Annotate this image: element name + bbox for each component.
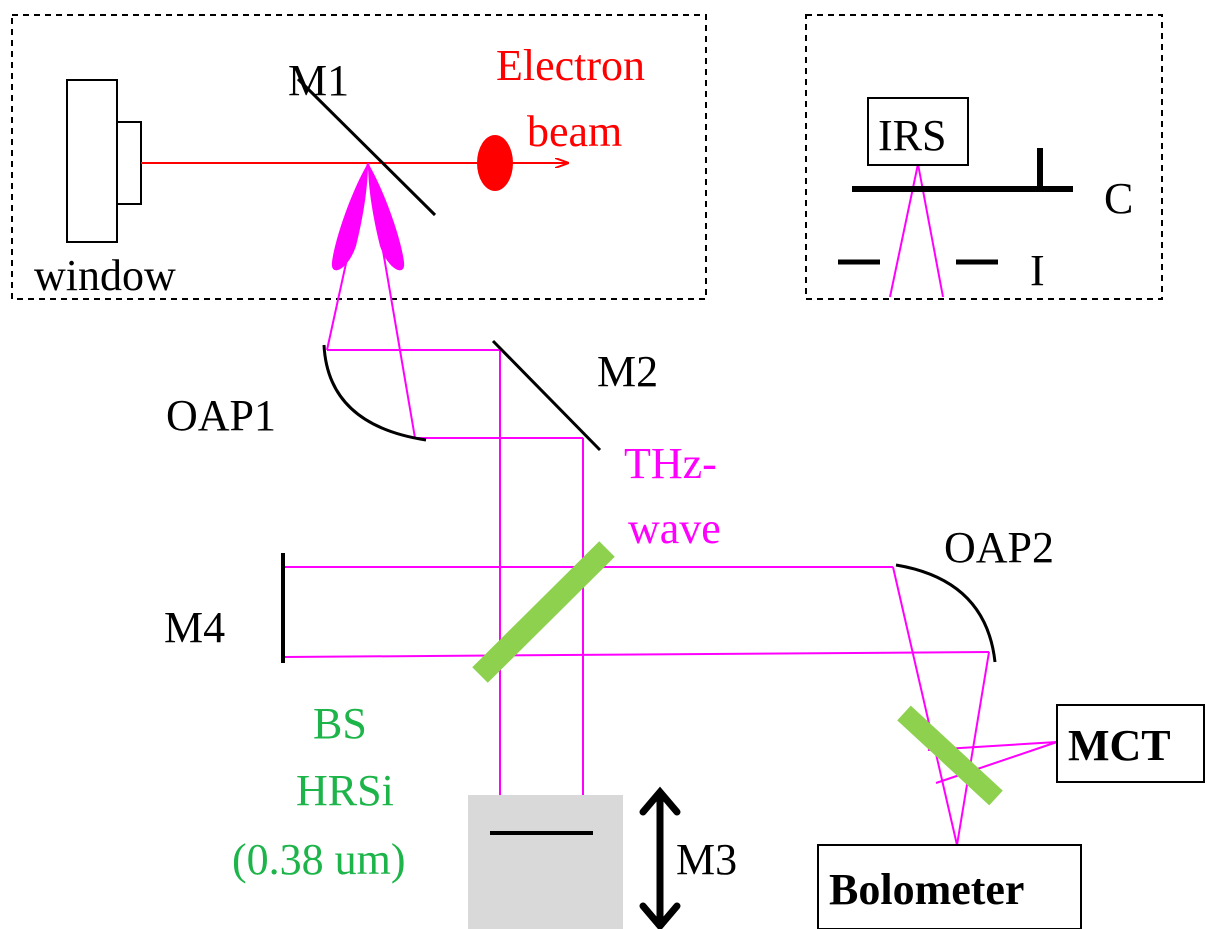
label-oap2: OAP2 (944, 523, 1054, 572)
label-c: C (1104, 174, 1133, 223)
label-i: I (1030, 246, 1045, 295)
stage-motion-arrow (639, 786, 681, 929)
label-bolometer: Bolometer (829, 865, 1024, 914)
electron-bunch (477, 135, 513, 191)
label-electron: Electron (496, 41, 645, 90)
label-thz-line1: THz- (624, 439, 717, 488)
mirror-m1 (296, 77, 437, 217)
radiation-lobe-right (368, 163, 405, 271)
label-hrsi: HRSi (296, 766, 394, 815)
inset-frame (805, 14, 1163, 300)
beam-splitter-main (472, 541, 615, 683)
label-irs: IRS (878, 111, 946, 160)
label-mct: MCT (1068, 721, 1171, 770)
beam-splitter-detector (897, 705, 1003, 806)
label-bs: BS (313, 699, 367, 748)
oap1-mirror (322, 344, 427, 442)
label-m1: M1 (288, 56, 349, 105)
radiation-lobe-left (331, 163, 368, 271)
label-m3: M3 (676, 835, 737, 884)
bolometer-box (817, 844, 1082, 929)
translation-stage (468, 795, 623, 929)
label-thickness: (0.38 um) (232, 835, 406, 884)
mirror-m2 (491, 339, 602, 452)
label-window: window (34, 251, 176, 300)
label-m2: M2 (597, 347, 658, 396)
oap2-mirror (895, 563, 997, 663)
window-inner (116, 121, 142, 205)
label-oap1: OAP1 (166, 391, 276, 440)
label-beam: beam (527, 107, 622, 156)
irs-box (867, 97, 969, 166)
label-m4: M4 (164, 603, 225, 652)
mct-box (1056, 704, 1205, 783)
window-outer (66, 79, 118, 243)
vacuum-chamber-frame (11, 14, 707, 300)
label-thz-line2: wave (628, 504, 721, 553)
